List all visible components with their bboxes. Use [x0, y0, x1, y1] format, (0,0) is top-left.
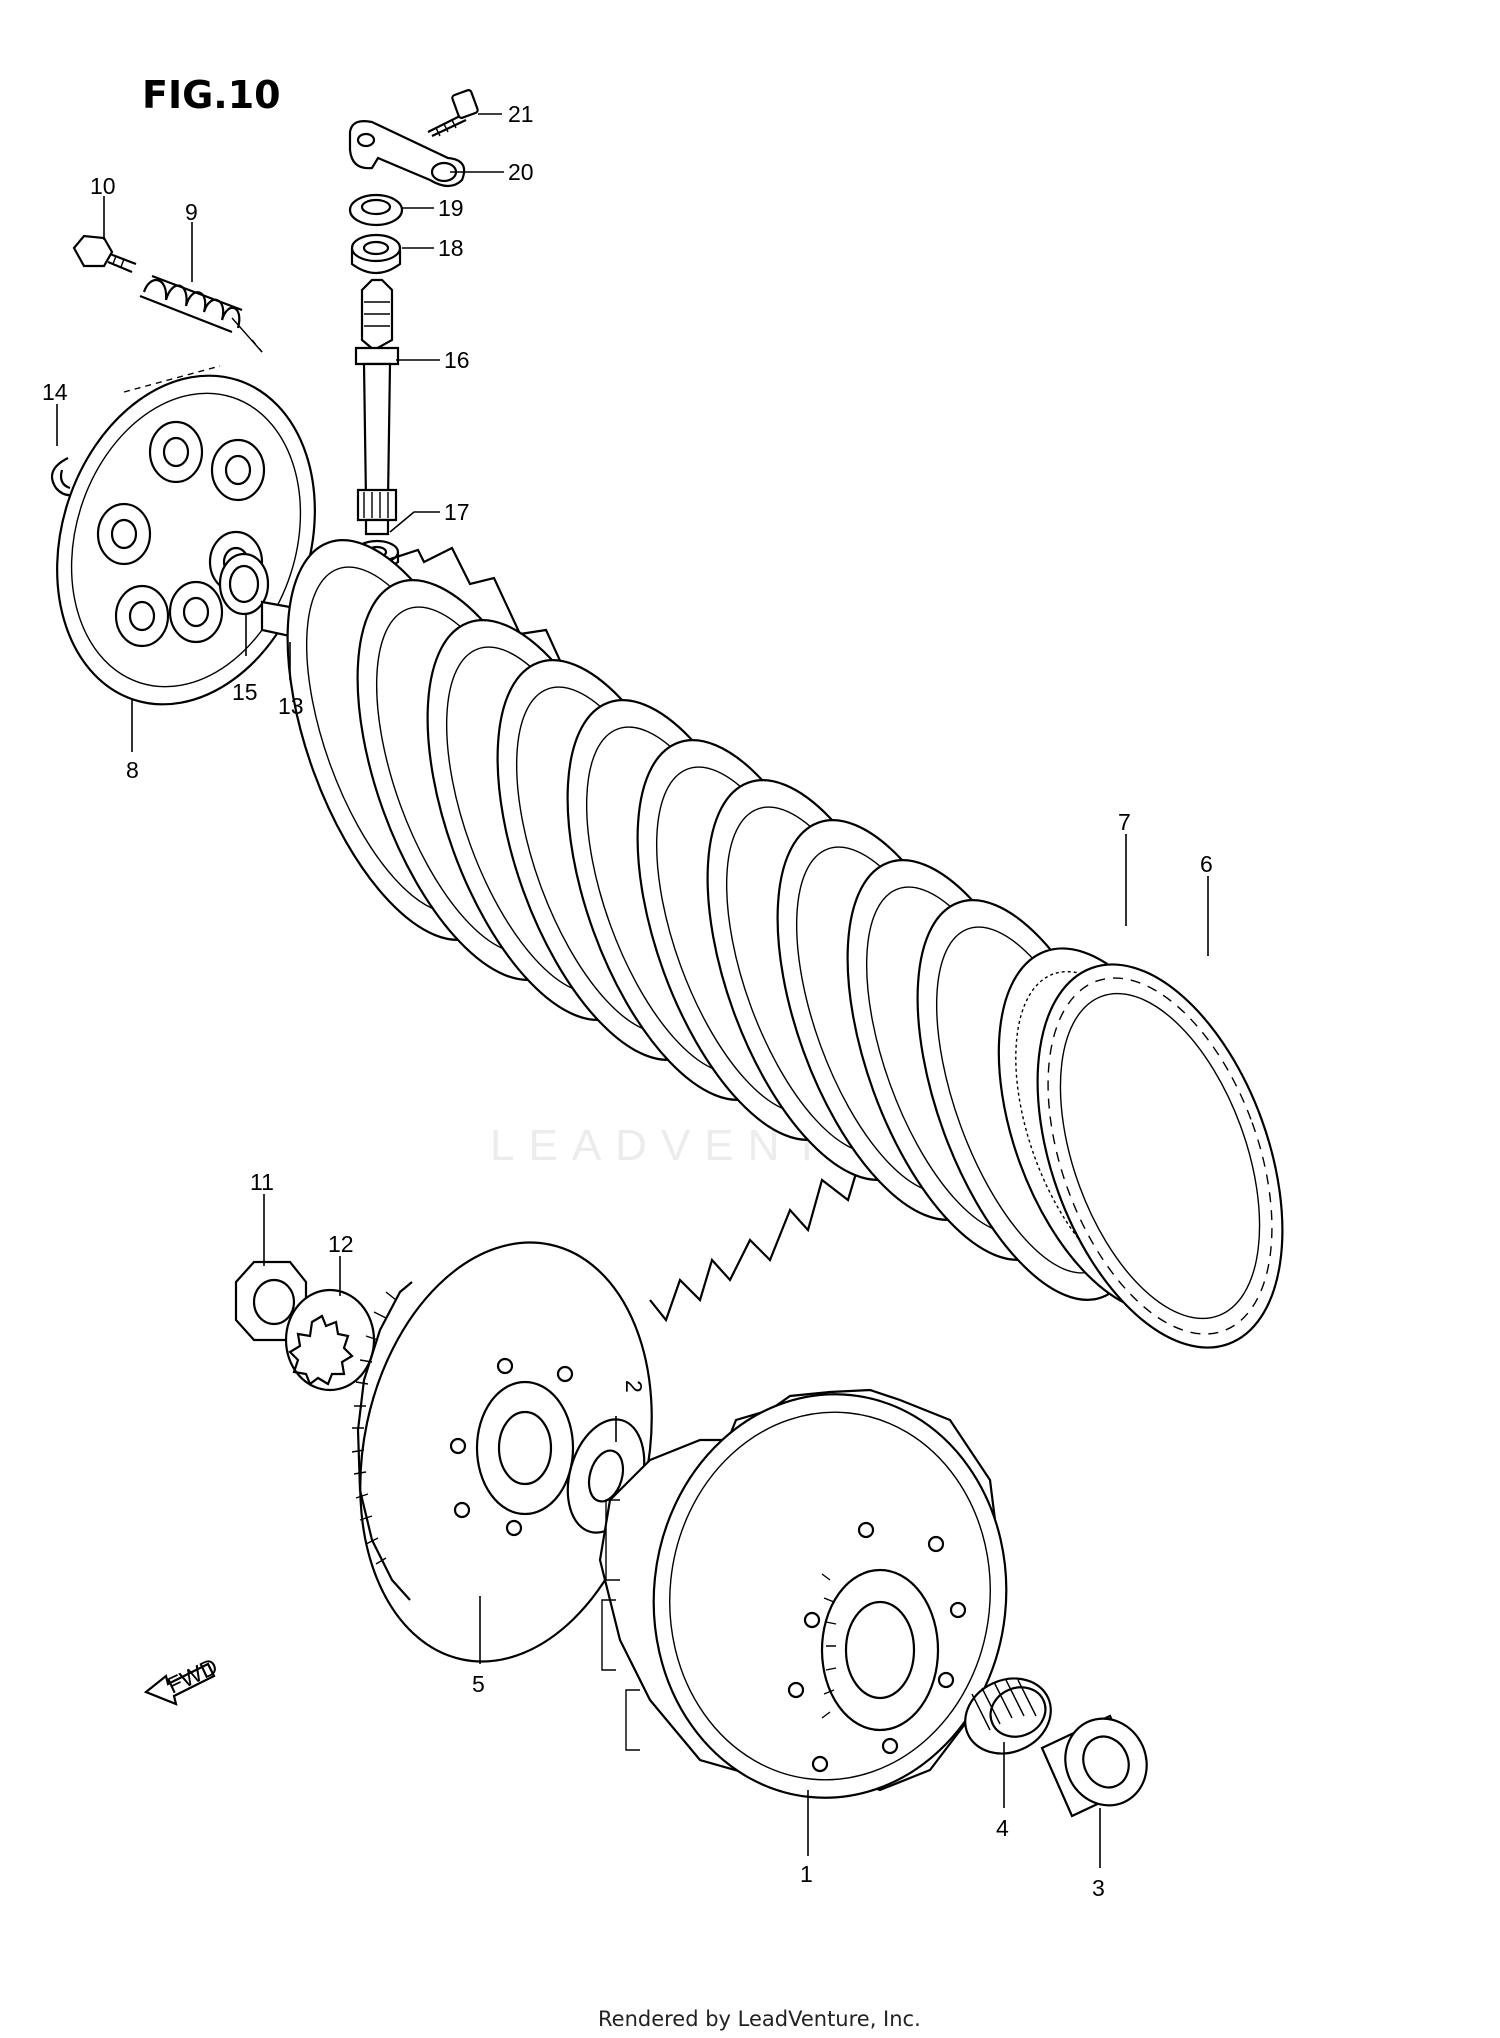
part-10-bolt[interactable]	[72, 234, 137, 274]
callout-14[interactable]: 14	[42, 379, 68, 405]
callout-4[interactable]: 4	[996, 1815, 1009, 1841]
fwd-arrow-icon: FWD	[143, 1653, 222, 1706]
callout-2[interactable]: 2	[621, 1380, 647, 1393]
callout-16[interactable]: 16	[444, 347, 470, 373]
part-5-clutch-sleeve-hub[interactable]	[323, 1215, 689, 1689]
callout-8[interactable]: 8	[126, 757, 139, 783]
callout-labels: 10 9 14 15 13 8 21 20 19 18 16 17 7 6 11…	[42, 101, 1213, 1901]
figure-title: FIG.10	[142, 73, 281, 117]
callout-21[interactable]: 21	[508, 101, 534, 127]
callout-18[interactable]: 18	[438, 235, 464, 261]
clutch-plate-stack	[286, 539, 1330, 1381]
part-9-spring[interactable]	[139, 274, 263, 353]
callout-15[interactable]: 15	[232, 679, 258, 705]
callout-10[interactable]: 10	[90, 173, 116, 199]
callout-3[interactable]: 3	[1092, 1875, 1105, 1901]
callout-12[interactable]: 12	[328, 1231, 354, 1257]
part-3-spacer[interactable]	[1040, 1706, 1160, 1819]
callout-7[interactable]: 7	[1118, 809, 1131, 835]
footer-credit: Rendered by LeadVenture, Inc.	[598, 2007, 921, 2031]
part-12-lock-washer[interactable]	[284, 1288, 376, 1392]
part-19-oil-seal[interactable]	[348, 193, 404, 227]
part-4-needle-bearing[interactable]	[953, 1665, 1063, 1767]
part-15-bearing[interactable]	[218, 552, 270, 616]
callout-5[interactable]: 5	[472, 1671, 485, 1697]
callout-1[interactable]: 1	[800, 1861, 813, 1887]
part-18-bearing[interactable]	[350, 233, 402, 275]
part-1-clutch-housing[interactable]	[598, 1377, 1026, 1816]
part-6-friction-plate[interactable]	[990, 931, 1330, 1381]
callout-leaders	[56, 113, 1209, 1868]
callout-17[interactable]: 17	[444, 499, 470, 525]
part-16-release-shaft[interactable]	[354, 278, 400, 536]
callout-11[interactable]: 11	[250, 1169, 274, 1195]
callout-9[interactable]: 9	[185, 199, 198, 225]
fwd-label: FWD	[163, 1653, 221, 1699]
callout-6[interactable]: 6	[1200, 851, 1213, 877]
callout-19[interactable]: 19	[438, 195, 464, 221]
callout-13[interactable]: 13	[278, 693, 304, 719]
part-20-release-arm[interactable]	[348, 120, 466, 188]
part-21-bolt[interactable]	[427, 89, 479, 137]
callout-20[interactable]: 20	[508, 159, 534, 185]
